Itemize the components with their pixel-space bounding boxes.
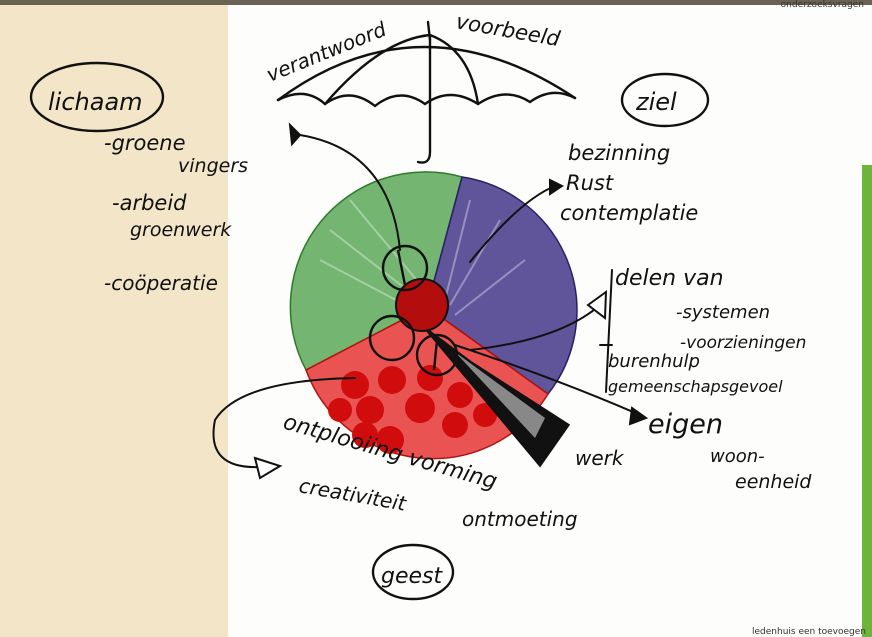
left-notes: -groene vingers -arbeid groenwerk -coöpe… bbox=[104, 131, 248, 295]
note-groenwerk: groenwerk bbox=[130, 219, 232, 241]
werk-label: werk bbox=[575, 446, 625, 470]
note-creativiteit: creativiteit bbox=[297, 473, 409, 516]
note-ontmoeting: ontmoeting bbox=[462, 507, 578, 531]
umbrella-left-label: verantwoord bbox=[263, 17, 390, 87]
note-cooperatie: -coöperatie bbox=[104, 271, 218, 295]
note-groene: -groene bbox=[104, 131, 186, 155]
note-rust: Rust bbox=[566, 171, 614, 195]
note-burenhulp: burenhulp bbox=[608, 351, 700, 372]
note-contemplatie: contemplatie bbox=[560, 201, 698, 225]
note-gemeenschapsgevoel: gemeenschapsgevoel bbox=[608, 377, 783, 396]
ziel-label: ziel bbox=[635, 88, 677, 116]
umbrella-right-label: voorbeeld bbox=[454, 9, 562, 51]
geest-label: geest bbox=[381, 564, 443, 589]
top-right-notes: bezinning Rust contemplatie bbox=[560, 141, 698, 225]
ziel-circle: ziel bbox=[622, 74, 708, 126]
note-woon: woon- bbox=[710, 446, 765, 467]
note-eigen: eigen bbox=[648, 409, 723, 440]
note-bezinning: bezinning bbox=[568, 141, 670, 165]
eigen-notes: eigen woon- eenheid bbox=[648, 409, 812, 493]
center-hub bbox=[396, 279, 448, 331]
note-delen-van: delen van bbox=[615, 266, 724, 291]
note-vingers: vingers bbox=[178, 155, 248, 177]
lichaam-label: lichaam bbox=[48, 88, 143, 116]
note-voorzieningen: -voorzieningen bbox=[680, 333, 806, 353]
note-eenheid: eenheid bbox=[735, 471, 812, 493]
note-systemen: -systemen bbox=[676, 302, 770, 323]
lichaam-circle: lichaam bbox=[31, 63, 163, 131]
wheel-diagram bbox=[290, 172, 577, 465]
note-arbeid: -arbeid bbox=[112, 191, 187, 215]
right-notes: delen van -systemen -voorzieningen buren… bbox=[608, 266, 806, 396]
geest-circle: geest bbox=[373, 545, 453, 599]
